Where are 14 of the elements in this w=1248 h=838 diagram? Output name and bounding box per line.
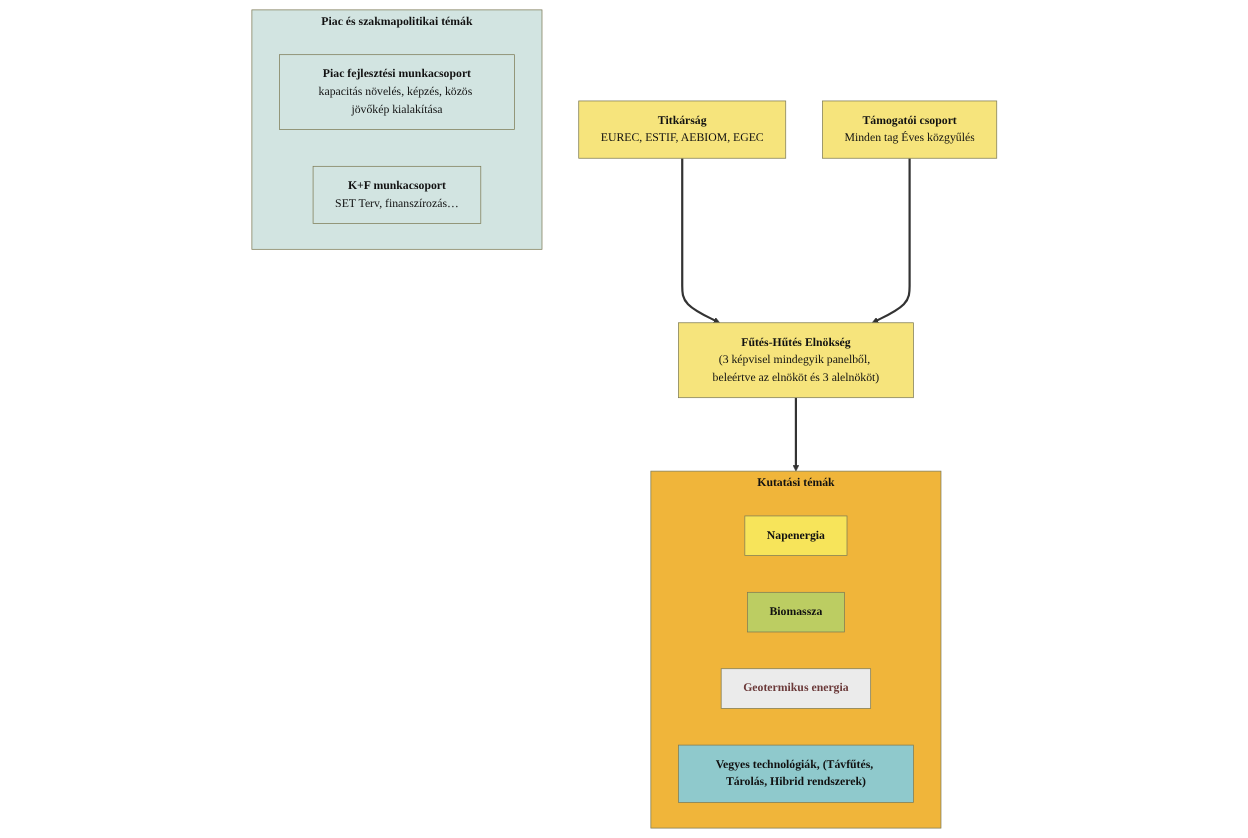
cluster bbox=[650, 470, 942, 829]
cluster bbox=[251, 9, 543, 250]
node-box bbox=[677, 744, 914, 803]
node-box bbox=[720, 668, 871, 709]
arrow bbox=[680, 158, 720, 324]
node-box bbox=[744, 515, 848, 556]
node-box bbox=[677, 322, 914, 399]
node-box bbox=[578, 100, 786, 159]
node-box bbox=[278, 54, 515, 130]
node-box bbox=[312, 165, 481, 224]
node-box bbox=[821, 100, 997, 159]
arrow bbox=[871, 158, 911, 324]
arrow bbox=[792, 397, 799, 472]
node-box bbox=[746, 591, 845, 633]
